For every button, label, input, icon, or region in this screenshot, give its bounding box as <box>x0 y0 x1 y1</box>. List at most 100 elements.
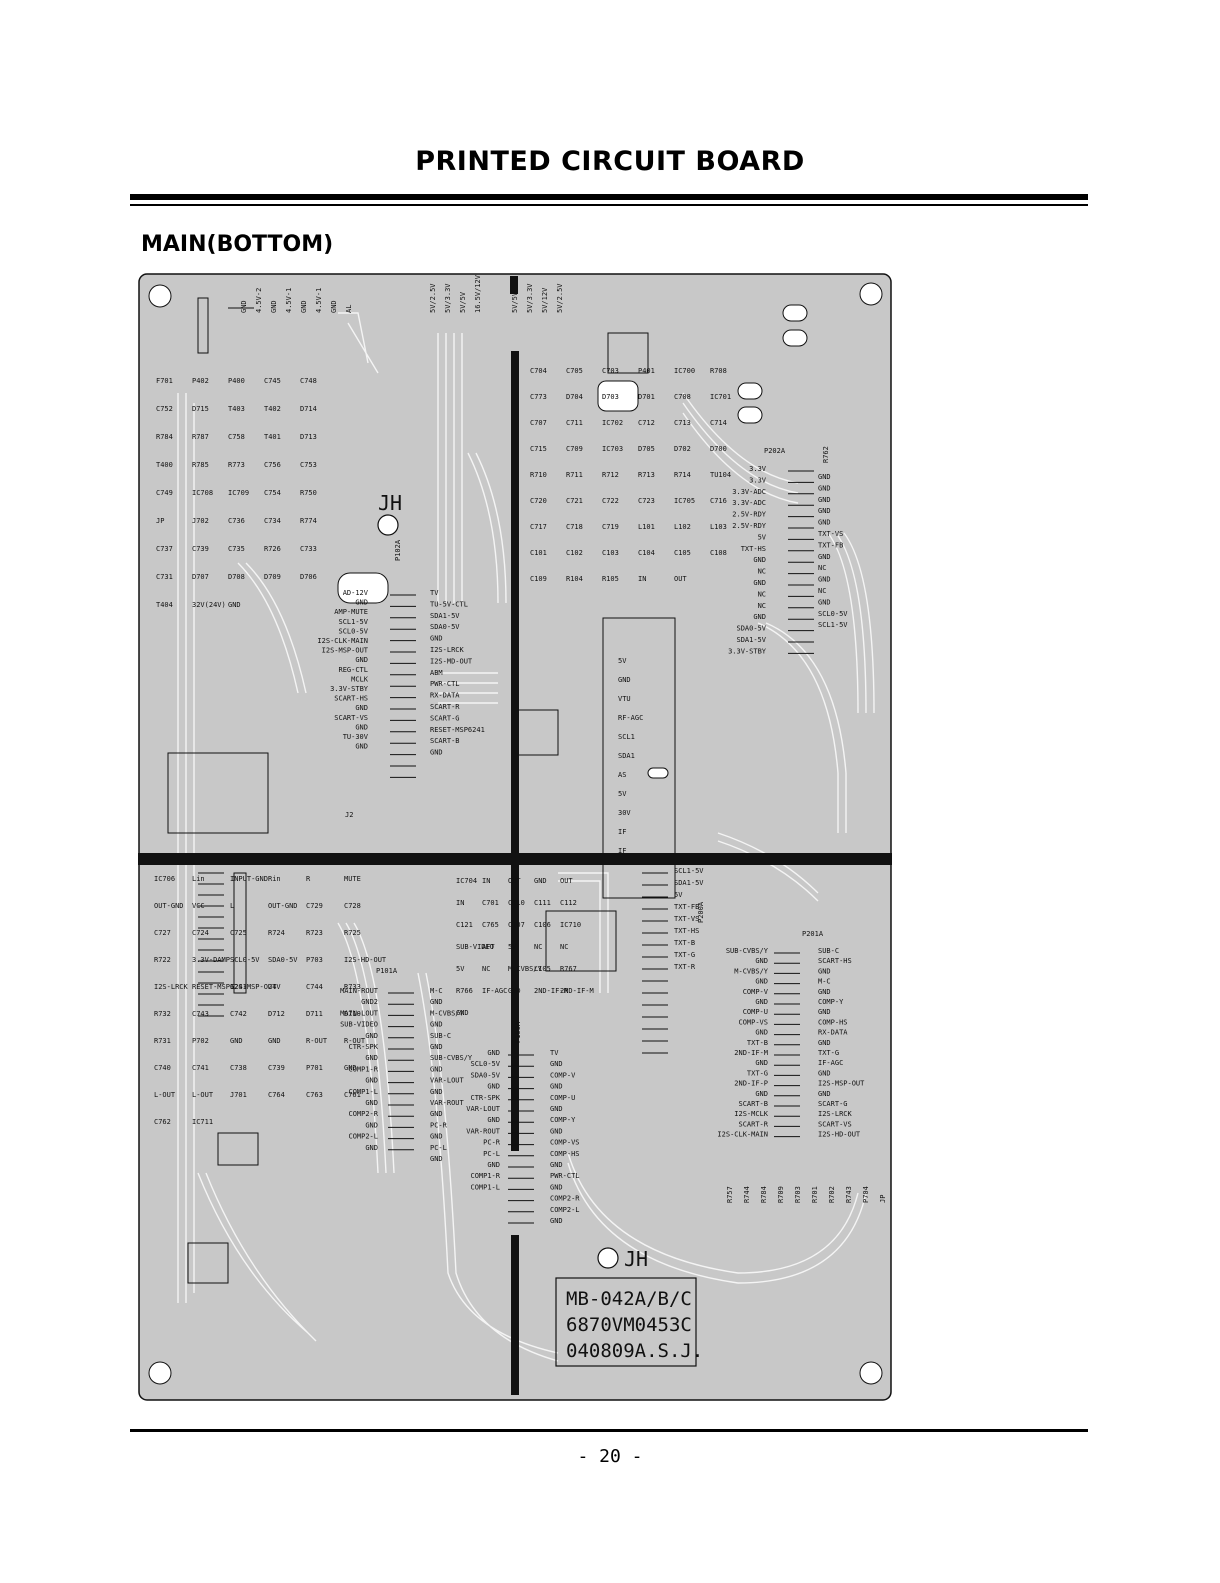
silkscreen-label: SCART-G <box>818 1100 848 1108</box>
silkscreen-label: TU-5V-CTL <box>430 600 468 608</box>
silkscreen-label: R726 <box>264 545 281 553</box>
silkscreen-label: GND <box>818 1069 831 1077</box>
silkscreen-label: GND <box>355 599 368 607</box>
silkscreen-label: D713 <box>300 433 317 441</box>
silkscreen-label: L101 <box>638 523 655 531</box>
silkscreen-label: 5V <box>456 965 465 973</box>
silkscreen-label: SDA0-5V <box>470 1071 500 1079</box>
silkscreen-label: TXT-G <box>818 1049 839 1057</box>
silkscreen-label: C709 <box>566 445 583 453</box>
silkscreen-label: C724 <box>192 929 209 937</box>
silkscreen-label: COMP-HS <box>550 1150 580 1158</box>
silkscreen-label: L-OUT <box>192 1091 214 1099</box>
silkscreen-label: IC711 <box>192 1118 213 1126</box>
silkscreen-label: COMP1-R <box>348 1065 378 1073</box>
silkscreen-label: GND <box>508 987 521 995</box>
silkscreen-label: GND <box>456 1009 469 1017</box>
silkscreen-label: D702 <box>674 445 691 453</box>
silkscreen-label: GND <box>268 1037 281 1045</box>
silkscreen-label: GND <box>550 1183 563 1191</box>
bus-bar <box>138 853 892 865</box>
silkscreen-label: IC703 <box>602 445 623 453</box>
silkscreen-label: P202A <box>764 447 786 455</box>
silkscreen-label: C727 <box>154 929 171 937</box>
silkscreen-label: R724 <box>268 929 285 937</box>
model-line: 6870VM0453C <box>566 1314 692 1336</box>
page-title: PRINTED CIRCUIT BOARD <box>415 146 805 177</box>
silkscreen-label: 5V/2.5V <box>429 283 437 313</box>
silkscreen-label: IC702 <box>602 419 623 427</box>
silkscreen-label: P100A <box>514 1021 522 1043</box>
silkscreen-label: NC <box>758 590 766 598</box>
silkscreen-label: TXT-FB <box>818 541 843 549</box>
silkscreen-label: C739 <box>192 545 209 553</box>
silkscreen-label: C728 <box>344 902 361 910</box>
label-group-p100a: P100AGNDSCL0-5VSDA0-5VGNDCTR-SPKVAR-LOUT… <box>466 1021 580 1225</box>
silkscreen-label: OUT <box>674 575 687 583</box>
pcb-board-diagram: MB-042A/B/C 6870VM0453C 040809A.S.J. JH … <box>138 273 900 1413</box>
silkscreen-label: P701 <box>306 1064 323 1072</box>
silkscreen-label: MAIN-ROUT <box>340 987 379 995</box>
mounting-hole <box>859 282 883 306</box>
silkscreen-label: C731 <box>156 573 173 581</box>
silkscreen-label: 3.3V-STBY <box>330 685 369 693</box>
silkscreen-label: P201A <box>802 930 824 938</box>
silkscreen-label: GND <box>365 1077 378 1085</box>
jh-marker-hole <box>377 514 399 536</box>
silkscreen-label: R105 <box>602 575 619 583</box>
silkscreen-label: C109 <box>530 575 547 583</box>
silkscreen-label: SCL0-5V <box>818 610 848 618</box>
silkscreen-label: P101A <box>376 967 398 975</box>
silkscreen-label: C101 <box>530 549 547 557</box>
silkscreen-label: 4.5V-2 <box>255 288 263 313</box>
silkscreen-label: C745 <box>264 377 281 385</box>
silkscreen-label: C714 <box>710 419 727 427</box>
silkscreen-label: C737 <box>156 545 173 553</box>
silkscreen-label: C110 <box>508 899 525 907</box>
silkscreen-label: F701 <box>156 377 173 385</box>
silkscreen-label: SUB-CVBS/Y <box>430 1054 473 1062</box>
label-group-p201a: P201ASUB-CVBS/YGNDM-CVBS/YGNDCOMP-VGNDCO… <box>717 930 887 1203</box>
silkscreen-label: COMP1-L <box>348 1088 378 1096</box>
silkscreen-label: 5V/5V <box>459 291 467 313</box>
silkscreen-label: C762 <box>154 1118 171 1126</box>
silkscreen-label: C756 <box>264 461 281 469</box>
silkscreen-label: D703 <box>602 393 619 401</box>
silkscreen-label: C754 <box>264 489 281 497</box>
silkscreen-label: OUT <box>508 877 521 885</box>
silkscreen-label: GND <box>228 601 241 609</box>
silkscreen-label: TXT-VS <box>818 530 843 538</box>
silkscreen-label: GND <box>430 635 443 643</box>
silkscreen-label: R104 <box>566 575 583 583</box>
silkscreen-label: GND <box>430 998 443 1006</box>
silkscreen-label: GND <box>487 1083 500 1091</box>
silkscreen-label: SCART-HS <box>818 957 852 965</box>
silkscreen-label: C738 <box>230 1064 247 1072</box>
silkscreen-label: GND <box>818 988 831 996</box>
silkscreen-label: M-CVBS/Y <box>508 965 543 973</box>
silkscreen-label: C721 <box>566 497 583 505</box>
header-rule-thick <box>130 194 1088 200</box>
silkscreen-label: MCLK <box>351 675 369 683</box>
silkscreen-label: 5V/12V <box>541 287 549 313</box>
silkscreen-label: R784 <box>760 1186 768 1203</box>
silkscreen-label: GND <box>550 1060 563 1068</box>
silkscreen-label: 2ND-IF-P <box>534 987 568 995</box>
silkscreen-label: 2ND-IF-M <box>560 987 594 995</box>
silkscreen-label: C705 <box>566 367 583 375</box>
silkscreen-label: GND <box>818 484 831 492</box>
silkscreen-label: R774 <box>300 517 317 525</box>
silkscreen-label: JP <box>156 517 164 525</box>
silkscreen-label: I2S-LRCK <box>818 1110 853 1118</box>
silkscreen-label: SCART-G <box>430 714 460 722</box>
silkscreen-label: TXT-G <box>674 951 695 959</box>
silkscreen-label: 5V <box>508 943 517 951</box>
silkscreen-label: R757 <box>726 1186 734 1203</box>
silkscreen-label: C106 <box>534 921 551 929</box>
silkscreen-label: SDA1 <box>618 752 635 760</box>
silkscreen-label: GND <box>818 496 831 504</box>
silkscreen-label: I2S-MSP-OUT <box>322 647 369 655</box>
silkscreen-label: NC <box>534 943 542 951</box>
silkscreen-label: C741 <box>192 1064 209 1072</box>
